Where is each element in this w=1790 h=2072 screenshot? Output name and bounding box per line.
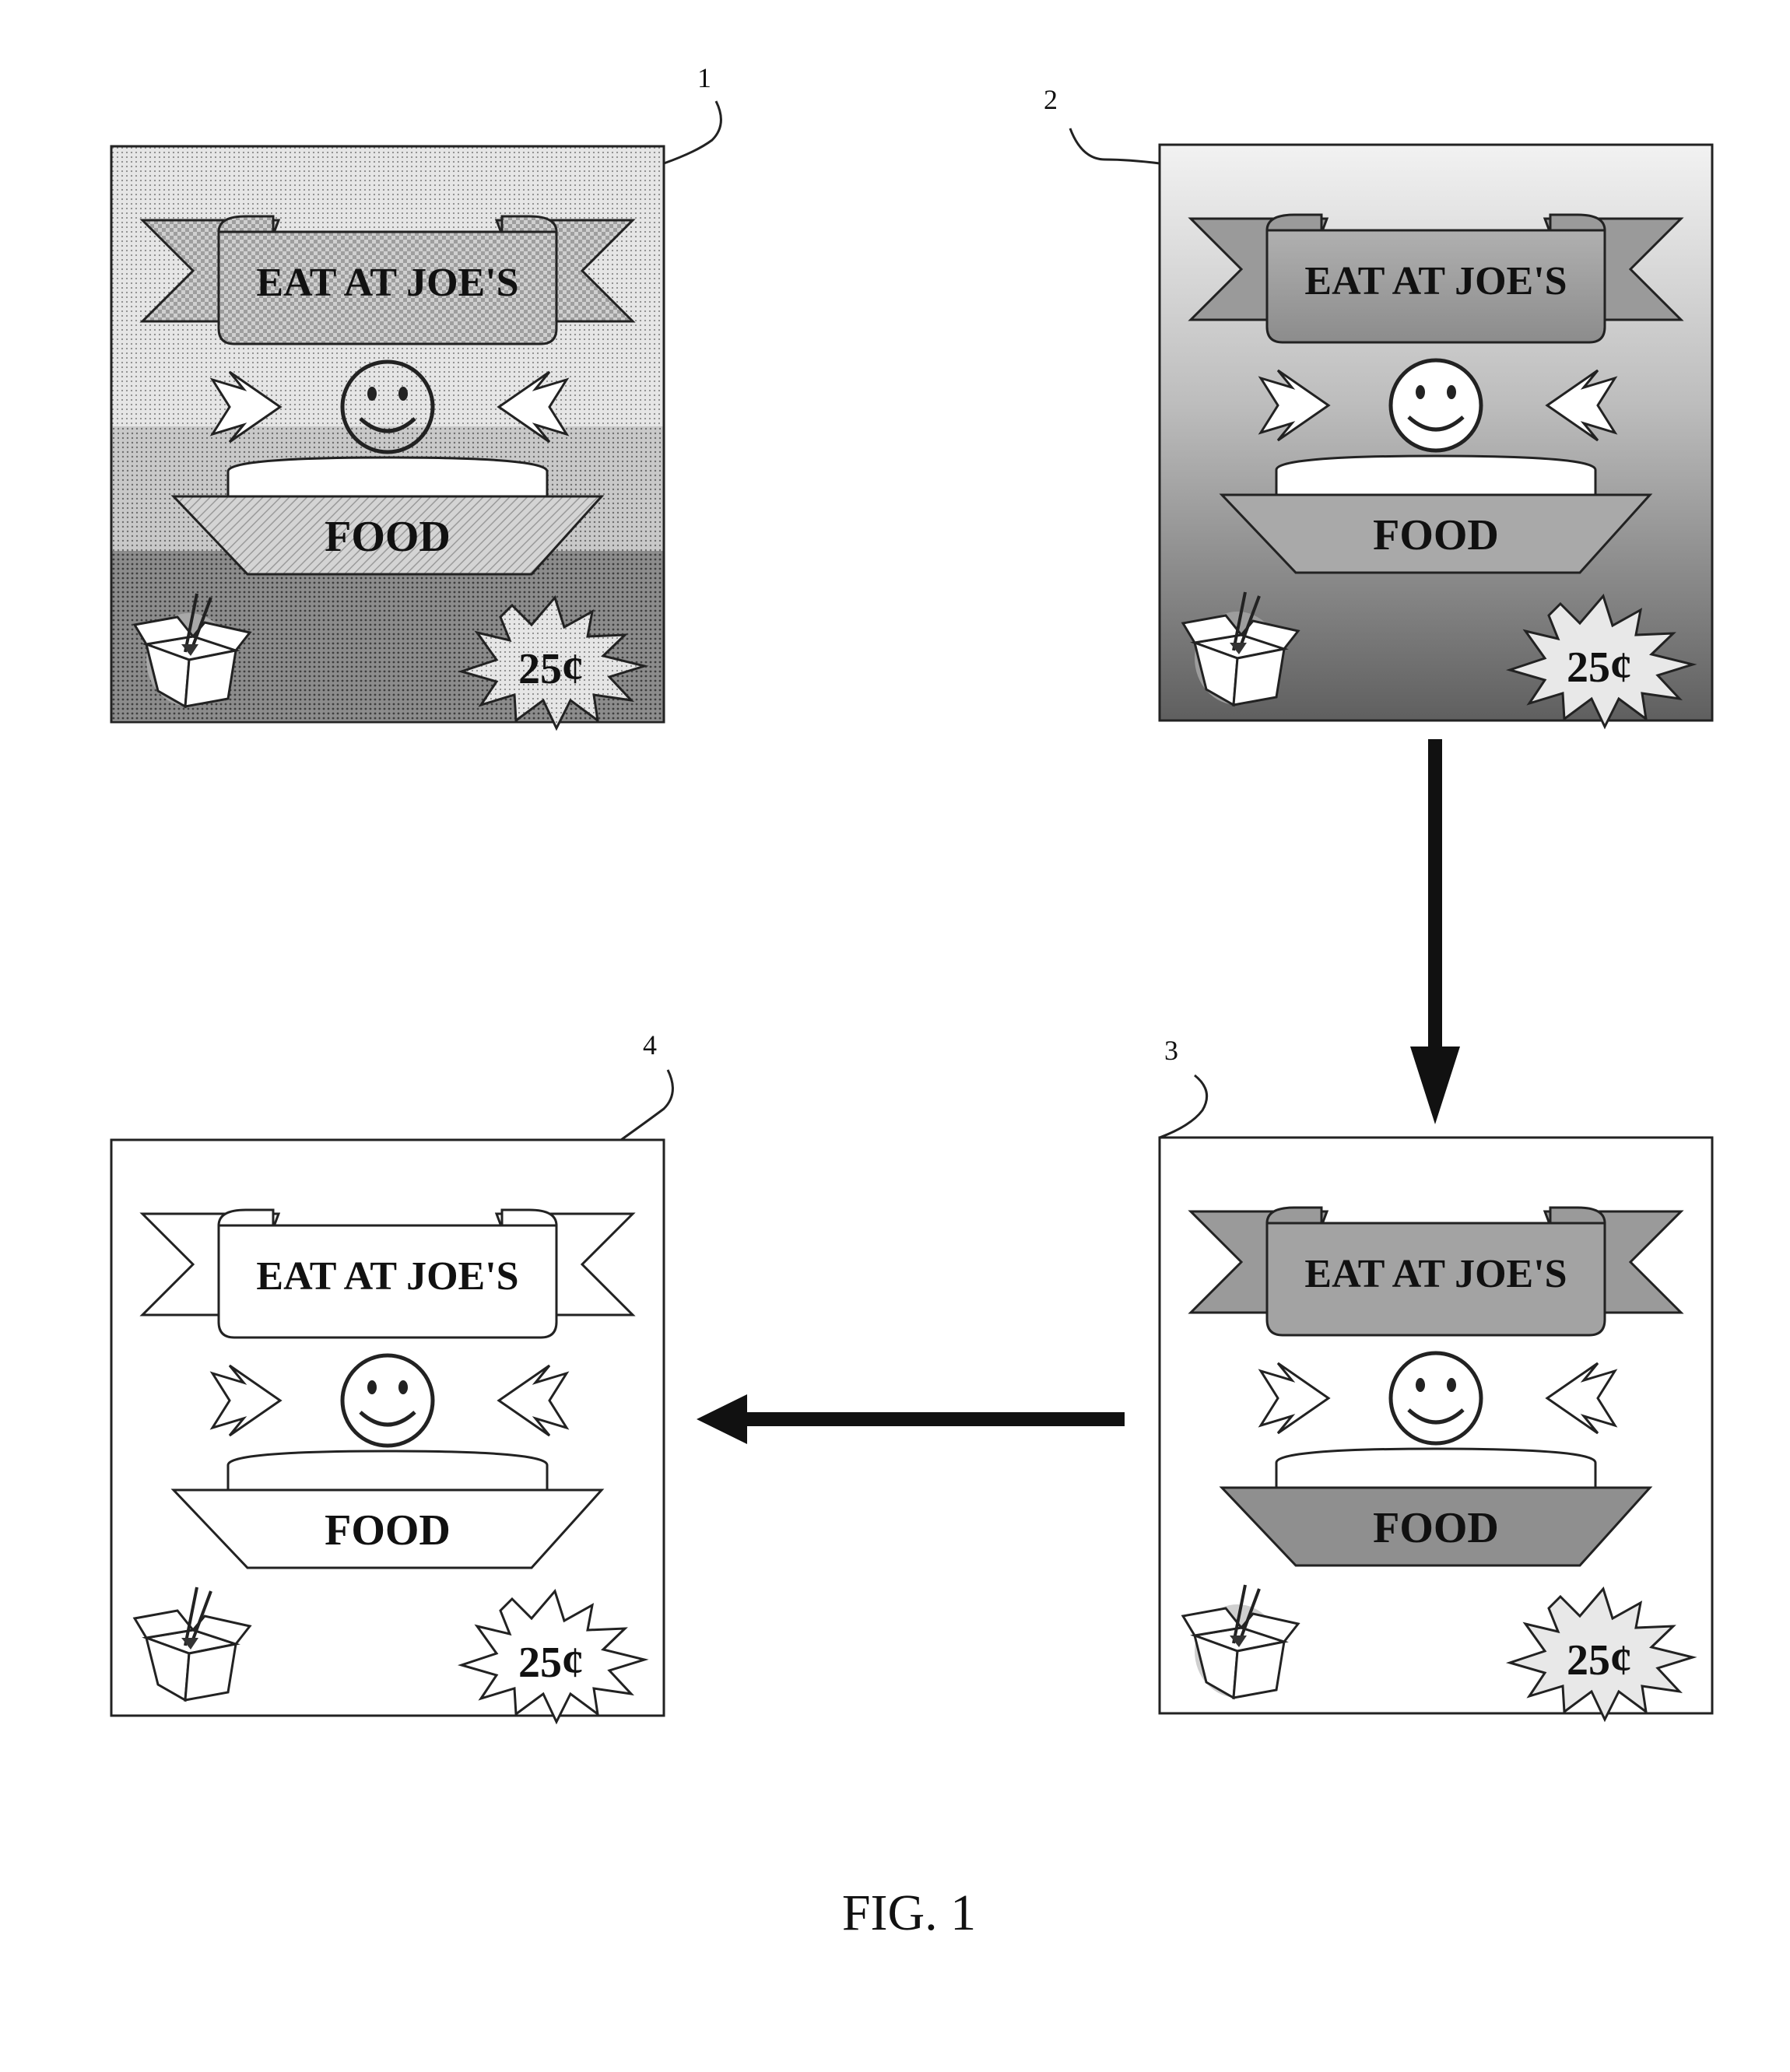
panel-1-food-text: FOOD [325, 513, 451, 561]
panel-1: EAT AT JOE'S FOOD 25¢ [111, 146, 664, 728]
ref-label-1: 1 [664, 62, 721, 163]
ref-number-4: 4 [643, 1029, 657, 1061]
ref-label-4: 4 [621, 1029, 672, 1140]
panel-4-food-text: FOOD [325, 1506, 451, 1555]
figure-caption: FIG. 1 [842, 1884, 976, 1941]
flow-arrow-2-to-3 [1410, 739, 1460, 1124]
panel-3-banner-text: EAT AT JOE'S [1304, 1252, 1567, 1296]
panel-2-food-text: FOOD [1373, 511, 1499, 559]
panel-3-food-text: FOOD [1373, 1504, 1499, 1552]
ref-number-1: 1 [697, 62, 711, 93]
panel-1-price-text: 25¢ [518, 645, 584, 693]
panel-2: EAT AT JOE'S FOOD 25¢ [1160, 145, 1712, 727]
panel-2-banner-text: EAT AT JOE'S [1304, 259, 1567, 303]
flow-arrow-3-to-4 [697, 1394, 1125, 1444]
panel-4-price-text: 25¢ [518, 1639, 584, 1687]
panel-2-price-text: 25¢ [1567, 643, 1632, 692]
panel-3-price-text: 25¢ [1567, 1636, 1632, 1685]
ref-number-3: 3 [1164, 1035, 1178, 1066]
ref-label-3: 3 [1160, 1035, 1207, 1138]
panel-3: EAT AT JOE'S FOOD 25¢ [1160, 1138, 1712, 1720]
panel-4-banner-text: EAT AT JOE'S [256, 1254, 518, 1299]
ref-number-2: 2 [1044, 84, 1058, 115]
panel-1-banner-text: EAT AT JOE'S [256, 261, 518, 305]
panel-4: EAT AT JOE'S FOOD 25¢ [111, 1140, 664, 1722]
ref-label-2: 2 [1044, 84, 1160, 163]
